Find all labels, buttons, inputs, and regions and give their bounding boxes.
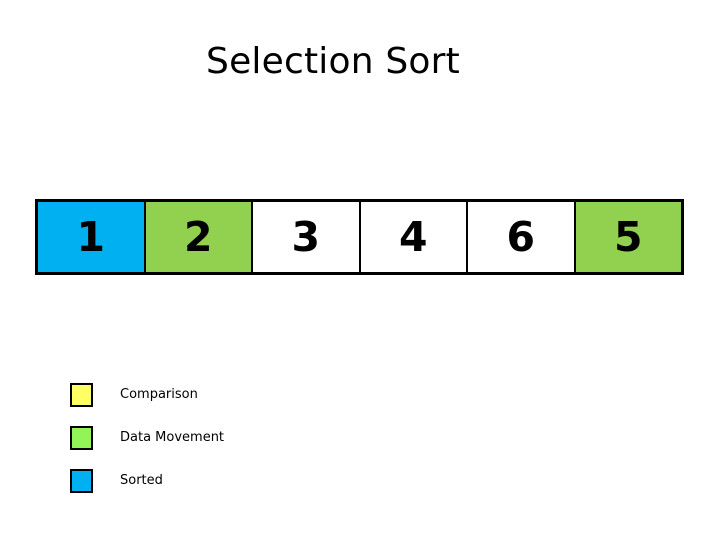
legend-swatch-data-movement — [70, 426, 93, 450]
array-cell-5[interactable]: 5 — [575, 202, 681, 272]
array-cell-0[interactable]: 1 — [38, 202, 146, 272]
array-cell-value: 6 — [506, 212, 536, 261]
array-cell-3[interactable]: 4 — [360, 202, 468, 272]
legend-label: Comparison — [120, 387, 198, 402]
array-cell-4[interactable]: 6 — [468, 202, 576, 272]
legend-item-comparison: Comparison — [70, 383, 330, 426]
array-cell-value: 4 — [398, 212, 428, 261]
array-cell-value: 5 — [613, 212, 643, 261]
legend-swatch-comparison — [70, 383, 93, 407]
array-cell-value: 3 — [291, 212, 321, 261]
array-visualization: 1 2 3 4 6 5 — [35, 199, 684, 275]
legend-item-data-movement: Data Movement — [70, 426, 330, 469]
array-cell-value: 2 — [183, 212, 213, 261]
legend-label: Sorted — [120, 473, 163, 488]
array-cell-value: 1 — [76, 212, 106, 261]
legend-swatch-sorted — [70, 469, 93, 493]
legend-item-sorted: Sorted — [70, 469, 330, 512]
legend-label: Data Movement — [120, 430, 225, 445]
array-cell-2[interactable]: 3 — [253, 202, 361, 272]
legend: Comparison Data Movement Sorted — [70, 383, 330, 512]
array-cell-1[interactable]: 2 — [145, 202, 253, 272]
page-title: Selection Sort — [206, 41, 460, 82]
